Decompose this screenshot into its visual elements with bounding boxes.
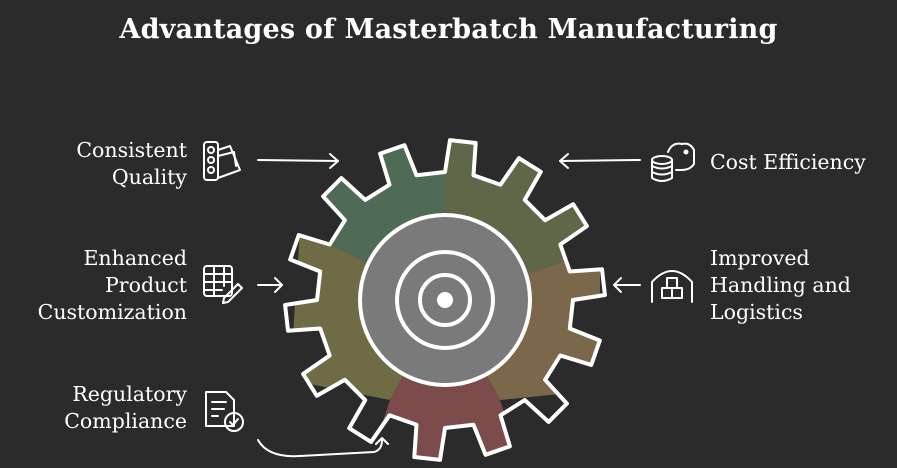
arrow-improved-handling [613, 277, 641, 293]
hub-ring-outer [395, 250, 495, 350]
arrow-regulatory-compliance [257, 437, 389, 458]
piggy-bank-coins-icon [651, 142, 695, 182]
color-swatch-icon [203, 141, 241, 181]
hub-ring-inner [418, 273, 472, 327]
diagram-title: Advantages of Masterbatch Manufacturing [119, 14, 778, 45]
warehouse-boxes-icon [651, 270, 693, 303]
document-check-icon [205, 391, 244, 432]
label-cost-efficiency: Cost Efficiency [710, 150, 866, 174]
spreadsheet-edit-icon [203, 265, 243, 304]
hub-center [437, 292, 453, 308]
arrow-consistent-quality [257, 153, 339, 169]
arrow-enhanced-customization [257, 277, 283, 293]
gear-outline [283, 138, 607, 462]
arrow-cost-efficiency [559, 153, 641, 169]
